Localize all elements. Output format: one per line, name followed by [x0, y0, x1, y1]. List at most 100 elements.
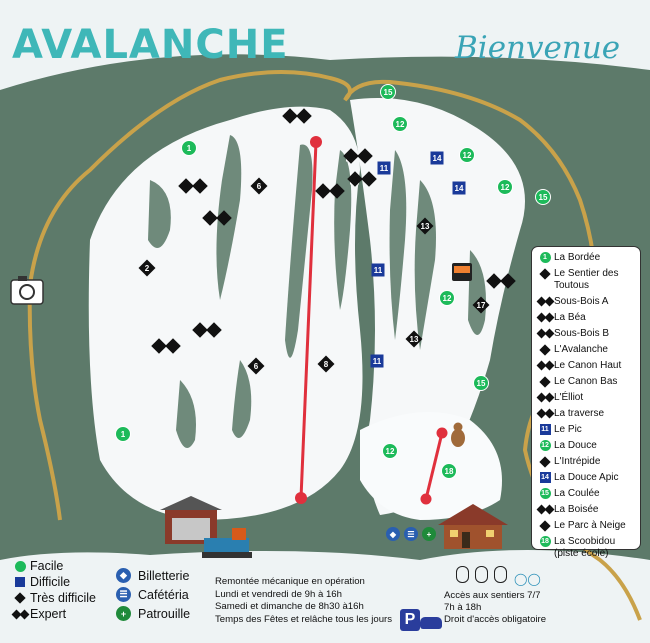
trail-marker-number: 17	[477, 301, 486, 310]
black-diamond-icon	[539, 520, 551, 532]
legend-trail-name: La Boisée	[554, 504, 599, 515]
trail-marker: 3	[178, 178, 208, 194]
legend-trail-name: L'Intrépide	[554, 456, 601, 467]
trail-marker-number: 11	[380, 164, 389, 173]
lift-info-line: Remontée mécanique en opération	[215, 576, 365, 587]
area-boundary-line	[28, 69, 642, 621]
legend-trail-name: La Bordée	[554, 252, 601, 263]
service-label: Cafétéria	[138, 587, 189, 602]
difficulty-key: Facile Difficile Très difficile Expert	[10, 558, 96, 622]
first-aid-cross-icon: +	[422, 527, 436, 541]
legend-trail-name: Sous-Bois A	[554, 296, 609, 307]
legend-trail-name: La Coulée	[554, 488, 600, 499]
trail-marker: 7	[315, 183, 345, 199]
legend-trail-name: La Béa	[554, 312, 586, 323]
lift-info-line: Temps des Fêtes et relâche tous les jour…	[215, 613, 393, 625]
beginner-snow-area	[360, 412, 502, 520]
trail-marker: 2	[138, 259, 156, 277]
trail-activity-icons	[456, 566, 507, 583]
legend-trail-name: Le Pic	[554, 424, 582, 435]
trail-marker-number: 15	[477, 379, 486, 388]
trail-marker-number: 3	[184, 182, 189, 191]
trail-marker-number: 13	[421, 222, 430, 231]
key-label: Très difficile	[30, 591, 96, 605]
resort-title: AVALANCHE	[12, 22, 289, 68]
lift-building	[160, 496, 222, 544]
double-black-diamond-icon	[11, 609, 29, 619]
legend-item: La Béa	[536, 312, 636, 324]
trail-marker: 18	[441, 463, 457, 479]
double-black-diamond-icon	[536, 328, 554, 339]
trail-marker-number: 1	[187, 144, 192, 153]
trail-marker-number: 15	[539, 193, 548, 202]
legend-symbol: 15	[536, 488, 554, 499]
trail-marker: 12	[439, 290, 455, 306]
trail-marker-number: 14	[455, 184, 464, 193]
trail-marker-number: 5	[198, 326, 203, 335]
first-aid-cross-icon: +	[116, 606, 131, 621]
legend-trail-name: Le Sentier des Toutous	[554, 268, 619, 291]
key-row-tres-difficile: Très difficile	[10, 590, 96, 606]
legend-trail-name: La traverse	[554, 408, 605, 419]
key-label: Expert	[30, 607, 67, 621]
legend-item: Le Canon Bas	[536, 376, 636, 388]
trail-marker: 11	[377, 161, 391, 175]
legend-symbol	[536, 520, 554, 532]
chalet-building	[438, 504, 508, 549]
access-line: 7h à 18h	[444, 602, 482, 613]
service-label: Patrouille	[138, 606, 191, 621]
trail-marker-number: 2	[145, 264, 150, 273]
key-label: Facile	[30, 559, 64, 573]
cutlery-icon: ☰	[404, 527, 418, 541]
trail-marker: 1	[181, 140, 197, 156]
double-black-diamond-icon	[536, 392, 554, 403]
legend-symbol	[536, 376, 554, 388]
black-diamond-icon	[539, 376, 551, 388]
beginner-lift-bottom-station	[420, 493, 432, 505]
trail-marker: 13	[416, 217, 434, 235]
trail-marker: 11	[371, 263, 385, 277]
legend-item: Le Canon Haut	[536, 360, 636, 372]
main-lift-top-station	[310, 136, 322, 148]
double-black-diamond-icon	[536, 312, 554, 323]
legend-symbol: 1	[536, 252, 554, 263]
legend-trail-name: L'Élliot	[554, 392, 584, 403]
trail-marker-number: 4	[288, 112, 293, 121]
trail-marker: 15	[535, 189, 551, 205]
trail-marker-number: 11	[374, 266, 383, 275]
green-circle-icon: 1	[539, 252, 551, 263]
legend-trail-note: (piste école)	[554, 548, 609, 559]
legend-item: Le Parc à Neige	[536, 520, 636, 532]
ticket-icon: ◆	[116, 568, 131, 583]
snowshoe-icon	[494, 566, 507, 583]
green-circle-icon: 15	[539, 488, 551, 499]
green-circle-icon	[14, 560, 26, 572]
legend-symbol: 18	[536, 536, 554, 547]
black-diamond-icon	[539, 456, 551, 468]
legend-symbol: 11	[536, 424, 554, 435]
trail-access-info: Accès aux sentiers 7/7 7h à 18h Droit d'…	[444, 590, 546, 626]
legend-item: Le Sentier des Toutous	[536, 268, 636, 292]
legend-symbol	[536, 328, 554, 339]
service-billetterie: ◆ Billetterie	[116, 566, 190, 585]
blue-square-icon: 14	[539, 472, 551, 483]
trail-marker: 9	[343, 148, 373, 164]
trail-marker: 14	[452, 181, 466, 195]
snowshoe-icon	[456, 566, 469, 583]
legend-symbol	[536, 392, 554, 403]
terrain-park-icon	[452, 263, 472, 281]
trail-marker: 12	[392, 116, 408, 132]
grooming-vehicle	[202, 528, 252, 558]
trail-marker: 12	[497, 179, 513, 195]
main-lift-bottom-station	[295, 492, 307, 504]
legend-symbol	[536, 408, 554, 419]
trail-marker-number: 12	[463, 151, 472, 160]
lift-info-line: Samedi et dimanche de 8h30 à16h	[215, 601, 364, 612]
legend-item: Sous-Bois A	[536, 296, 636, 308]
trail-marker: 12	[382, 443, 398, 459]
black-diamond-icon	[14, 592, 26, 604]
legend-trail-name: La Douce	[554, 440, 597, 451]
